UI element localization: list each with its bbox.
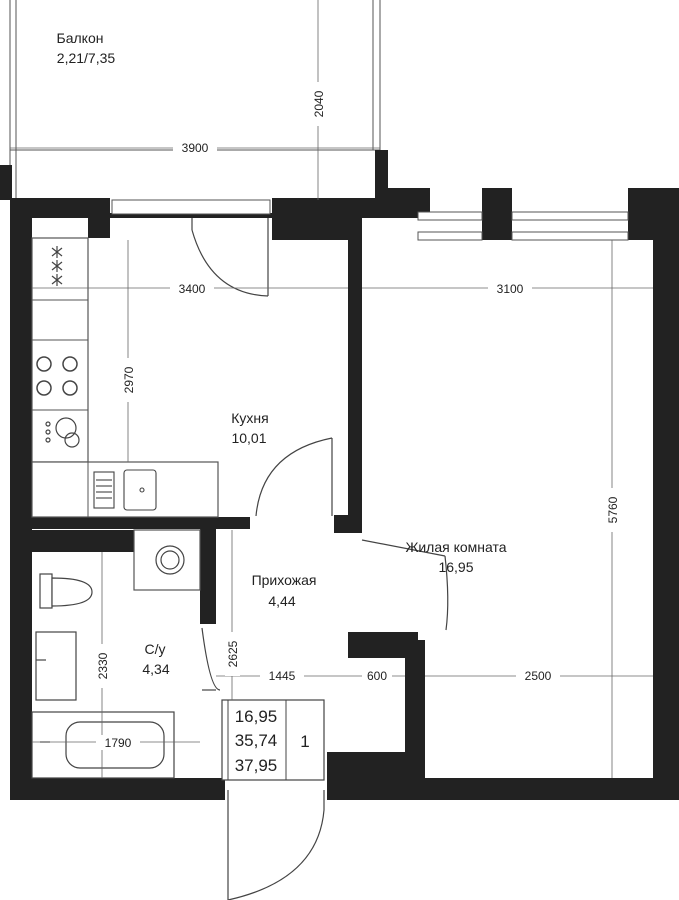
dim-living-depth: 5760 [605, 488, 620, 532]
dim-kitchen-depth-text: 2970 [122, 366, 136, 393]
toilet-icon [39, 573, 93, 609]
dim-hall-width-text: 1445 [269, 669, 296, 683]
stove-icon [36, 356, 78, 396]
dim-hall-depth: 2625 [225, 632, 240, 676]
washbasin-icon [35, 631, 77, 701]
windows [111, 199, 629, 241]
dim-bath-depth-text: 2330 [96, 652, 110, 679]
kitchen-area: 10,01 [231, 430, 266, 446]
dim-tub-length: 1790 [96, 735, 140, 750]
dim-living-depth-text: 5760 [606, 496, 620, 523]
doors [191, 218, 449, 900]
dim-living-width: 3100 [488, 281, 532, 296]
dim-hall-depth-text: 2625 [226, 640, 240, 667]
dim-living-lower-width: 2500 [516, 668, 560, 683]
bathroom-area: 4,34 [142, 661, 169, 677]
dim-kitchen-width-text: 3400 [179, 282, 206, 296]
washing-machine-sink-icon [45, 417, 80, 448]
dim-hall-width: 1445 [260, 668, 304, 683]
kitchen-name: Кухня [231, 410, 268, 426]
bathtub-icon [31, 711, 175, 779]
dim-balcony-width-text: 3900 [182, 141, 209, 155]
info-box [221, 699, 325, 781]
dim-tub-length-text: 1790 [105, 736, 132, 750]
dim-balcony-depth-text: 2040 [312, 90, 326, 117]
dim-kitchen-width: 3400 [170, 281, 214, 296]
dim-bath-depth: 2330 [95, 644, 110, 688]
dim-living-lower-width-text: 2500 [525, 669, 552, 683]
dim-balcony-width: 3900 [173, 140, 217, 155]
sink-icon [93, 469, 157, 511]
balcony-name: Балкон [57, 30, 104, 46]
hall-area: 4,44 [268, 593, 295, 609]
bathroom-name: С/у [145, 641, 166, 657]
info-rooms-count: 1 [300, 732, 309, 751]
info-living-area: 16,95 [235, 707, 278, 726]
dim-living-width-text: 3100 [497, 282, 524, 296]
washing-machine-icon [133, 529, 201, 591]
dim-niche-width-text: 600 [367, 669, 387, 683]
info-total-with-balcony: 37,95 [235, 756, 278, 775]
living-room-name: Жилая комната [405, 539, 506, 555]
living-room-area: 16,95 [438, 559, 473, 575]
hall-name: Прихожая [252, 572, 317, 588]
fridge-icon [51, 246, 63, 286]
balcony-area: 2,21/7,35 [57, 50, 116, 66]
walls [10, 188, 679, 800]
dim-kitchen-depth: 2970 [121, 358, 136, 402]
info-total-area: 35,74 [235, 731, 278, 750]
dim-niche-width: 600 [362, 668, 392, 683]
dim-balcony-depth: 2040 [311, 82, 326, 126]
kitchen-counter [31, 237, 219, 518]
